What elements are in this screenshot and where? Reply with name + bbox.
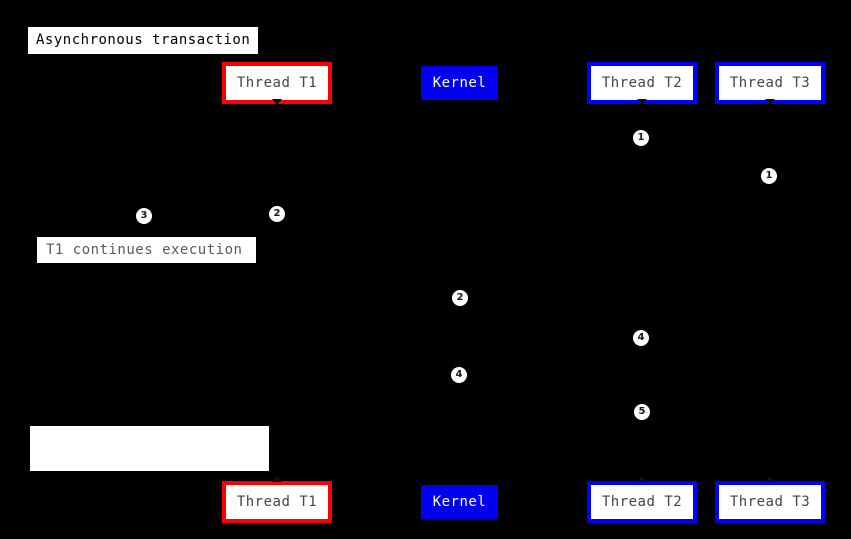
lifeline-label: Kernel [432,494,487,510]
lifeline-bottom-thread-t3[interactable]: Thread T3 [715,481,825,523]
message-arrowhead-icon [765,476,775,482]
lifeline-label: Thread T1 [236,75,318,91]
step-marker-4: 4 [633,330,649,346]
lifeline-label: Kernel [432,75,487,91]
step-marker-2: 2 [452,290,468,306]
message-arrowhead-icon [637,99,647,105]
step-marker-3: 3 [136,208,152,224]
message-arrowhead-icon [272,99,282,105]
step-marker-4: 4 [451,367,467,383]
step-marker-5: 5 [634,404,650,420]
lifeline-label: Thread T3 [729,75,811,91]
lifeline-top-thread-t3[interactable]: Thread T3 [715,62,825,104]
step-marker-1: 1 [633,130,649,146]
lifeline-label: Thread T2 [601,494,683,510]
diagram-title: Asynchronous transaction [27,26,260,55]
lifeline-top-thread-t2[interactable]: Thread T2 [587,62,697,104]
lifeline-bottom-thread-t2[interactable]: Thread T2 [587,481,697,523]
note-text: T1 continues execution [46,242,243,258]
message-arrowhead-icon [765,99,775,105]
lifeline-bottom-thread-t1[interactable]: Thread T1 [222,481,332,523]
lifeline-top-kernel[interactable]: Kernel [421,66,498,100]
step-marker-2: 2 [269,206,285,222]
message-arrowhead-icon [637,476,647,482]
step-marker-1: 1 [761,168,777,184]
lifeline-label: Thread T3 [729,494,811,510]
lifeline-label: Thread T2 [601,75,683,91]
lifeline-bottom-kernel[interactable]: Kernel [421,485,498,519]
message-arrowhead-icon [272,476,282,482]
lifeline-top-thread-t1[interactable]: Thread T1 [222,62,332,104]
note-box: T1 continues execution [36,236,257,264]
lifeline-label: Thread T1 [236,494,318,510]
note-box-blank [30,426,269,471]
